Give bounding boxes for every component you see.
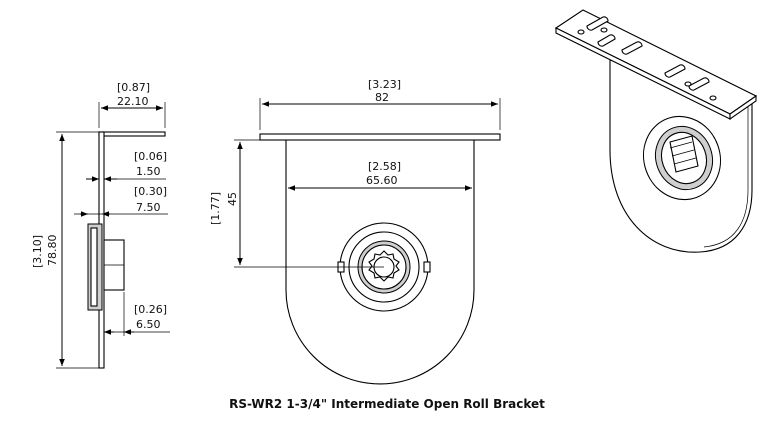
top-width-mm: 82 — [375, 91, 389, 104]
thickness-inch: [0.06] — [134, 150, 167, 163]
offset-mm: 6.50 — [136, 318, 161, 331]
height-inch: [3.10] — [31, 235, 44, 268]
center-height-mm: 45 — [226, 192, 239, 206]
hub-mm: 7.50 — [136, 201, 161, 214]
plate-width-inch: [2.58] — [368, 160, 401, 173]
side-width-inch: [0.87] — [117, 81, 150, 94]
height-mm: 78.80 — [46, 235, 59, 267]
hub-inch: [0.30] — [134, 185, 167, 198]
top-width-inch: [3.23] — [368, 78, 401, 91]
plate-width-mm: 65.60 — [366, 174, 398, 187]
isometric-view — [554, 9, 758, 253]
drawing-caption: RS-WR2 1-3/4" Intermediate Open Roll Bra… — [229, 397, 545, 411]
thickness-mm: 1.50 — [136, 165, 161, 178]
side-view: [0.87] 22.10 [0.06] 1.50 [0.30] 7.50 [0.… — [31, 81, 170, 369]
center-height-inch: [1.77] — [209, 192, 222, 225]
side-width-mm: 22.10 — [117, 95, 149, 108]
offset-inch: [0.26] — [134, 303, 167, 316]
front-view: [3.23] 82 [2.58] 65.60 [1.77] 45 — [209, 78, 501, 385]
